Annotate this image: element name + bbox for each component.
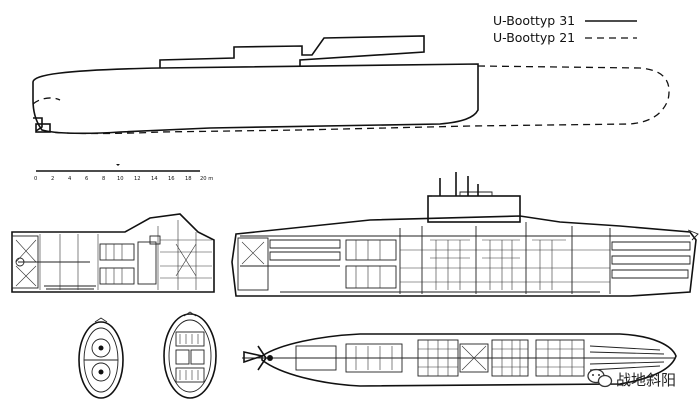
scale-bar-marker (116, 164, 120, 166)
typ21-keel-line (49, 125, 471, 135)
typ31-sail (159, 35, 425, 68)
small-sub-keel (44, 285, 96, 290)
typ21-stern-dash (32, 97, 61, 105)
large-sub-cutaway (231, 172, 699, 297)
large-sub-conning-top (432, 191, 493, 197)
scale-tick-8: 8 (102, 176, 105, 182)
small-sub-sail-box (149, 235, 161, 245)
small-sub-stern-x (15, 239, 37, 287)
stern-propeller-box (35, 123, 51, 133)
small-sub-outline (11, 213, 215, 293)
cross-section-small-upper-hub (98, 345, 104, 351)
large-sub-stern-box (237, 237, 269, 291)
cross-section-small (78, 317, 124, 399)
plan-view-engine-details (355, 346, 393, 370)
scale-tick-2: 2 (51, 176, 54, 182)
large-sub-stern-x (241, 241, 265, 265)
cross-section-large-box-1 (175, 331, 205, 347)
cross-section-large-box-2 (175, 349, 190, 365)
large-sub-decks (400, 249, 610, 283)
scale-tick-10: 10 (117, 176, 124, 182)
scale-tick-20: 20 m (200, 176, 213, 182)
large-sub-bulkheads (399, 222, 611, 294)
plan-view-bow-tubes (589, 345, 665, 371)
plan-view-engine-room (345, 343, 403, 373)
small-sub-tank (137, 241, 157, 285)
cross-section-small-lower-cyl (91, 362, 111, 382)
scale-tick-6: 6 (85, 176, 88, 182)
scale-tick-4: 4 (68, 176, 72, 182)
cross-section-large-hatching (179, 334, 199, 380)
plan-view-hull-outline (261, 333, 677, 387)
watermark-text: 战地斜阳 (616, 371, 676, 389)
scale-tick-16: 16 (168, 176, 175, 182)
cross-section-large-top-fin (183, 311, 197, 317)
small-sub-propeller (15, 257, 25, 267)
small-sub-engine-lower (99, 267, 135, 285)
cross-section-small-upper-cyl (91, 338, 111, 358)
legend-label-typ21: U-Boottyp 21 (493, 30, 575, 45)
plan-view-stern-section (295, 345, 337, 371)
large-sub-conning-tower (427, 195, 521, 223)
scale-tick-12: 12 (134, 176, 141, 182)
plan-view (242, 333, 677, 387)
side-profile-comparison (32, 35, 670, 135)
plan-view-battery-1-grid (418, 340, 458, 376)
cross-section-large-hull (163, 313, 217, 399)
cross-section-large-box-4 (175, 367, 205, 383)
large-sub-engine-lower (345, 265, 397, 289)
large-sub-engine-upper (345, 239, 397, 261)
scale-tick-0: 0 (34, 176, 37, 182)
plan-view-control-room (459, 343, 489, 373)
scale-tick-18: 18 (185, 176, 192, 182)
cross-section-small-top-fin (94, 317, 108, 323)
cross-section-small-lower-hub (98, 369, 104, 375)
plan-view-stern-rudder (243, 345, 267, 371)
scale-bar: 0 2 4 6 8 10 12 14 16 18 20 m (34, 164, 213, 182)
typ21-hull-outline (469, 65, 670, 127)
large-sub-bow-tip (687, 229, 699, 241)
legend: U-Boottyp 31 U-Boottyp 21 (493, 13, 637, 45)
small-sub-cutaway (11, 213, 215, 293)
large-sub-outline (231, 215, 697, 297)
large-sub-bow-tubes (611, 241, 691, 279)
large-sub-engine-details (355, 240, 381, 288)
typ31-hull-outline (32, 63, 479, 135)
small-sub-frames (39, 220, 197, 290)
plan-view-battery-3-grid (536, 340, 584, 376)
wechat-bubbles-icon (587, 368, 613, 388)
cross-section-large-inner (168, 319, 212, 393)
large-sub-central-grid (430, 239, 566, 290)
plan-view-battery-2-grid (492, 340, 528, 376)
small-sub-engine-details (105, 244, 123, 284)
small-sub-engine-upper (99, 243, 135, 261)
watermark: 战地斜阳 (587, 368, 676, 389)
cross-section-large (163, 311, 217, 399)
stern-rudder (33, 117, 43, 132)
small-sub-bow-cross (175, 243, 197, 277)
small-sub-bow-details (160, 239, 212, 279)
cross-section-small-hull (78, 321, 124, 399)
legend-label-typ31: U-Boottyp 31 (493, 13, 575, 28)
scale-tick-14: 14 (151, 176, 158, 182)
plan-view-prop-hub (267, 355, 273, 361)
large-sub-stern-tubes (269, 239, 341, 261)
cross-section-large-box-3 (190, 349, 205, 365)
plan-view-control-x (461, 345, 487, 371)
